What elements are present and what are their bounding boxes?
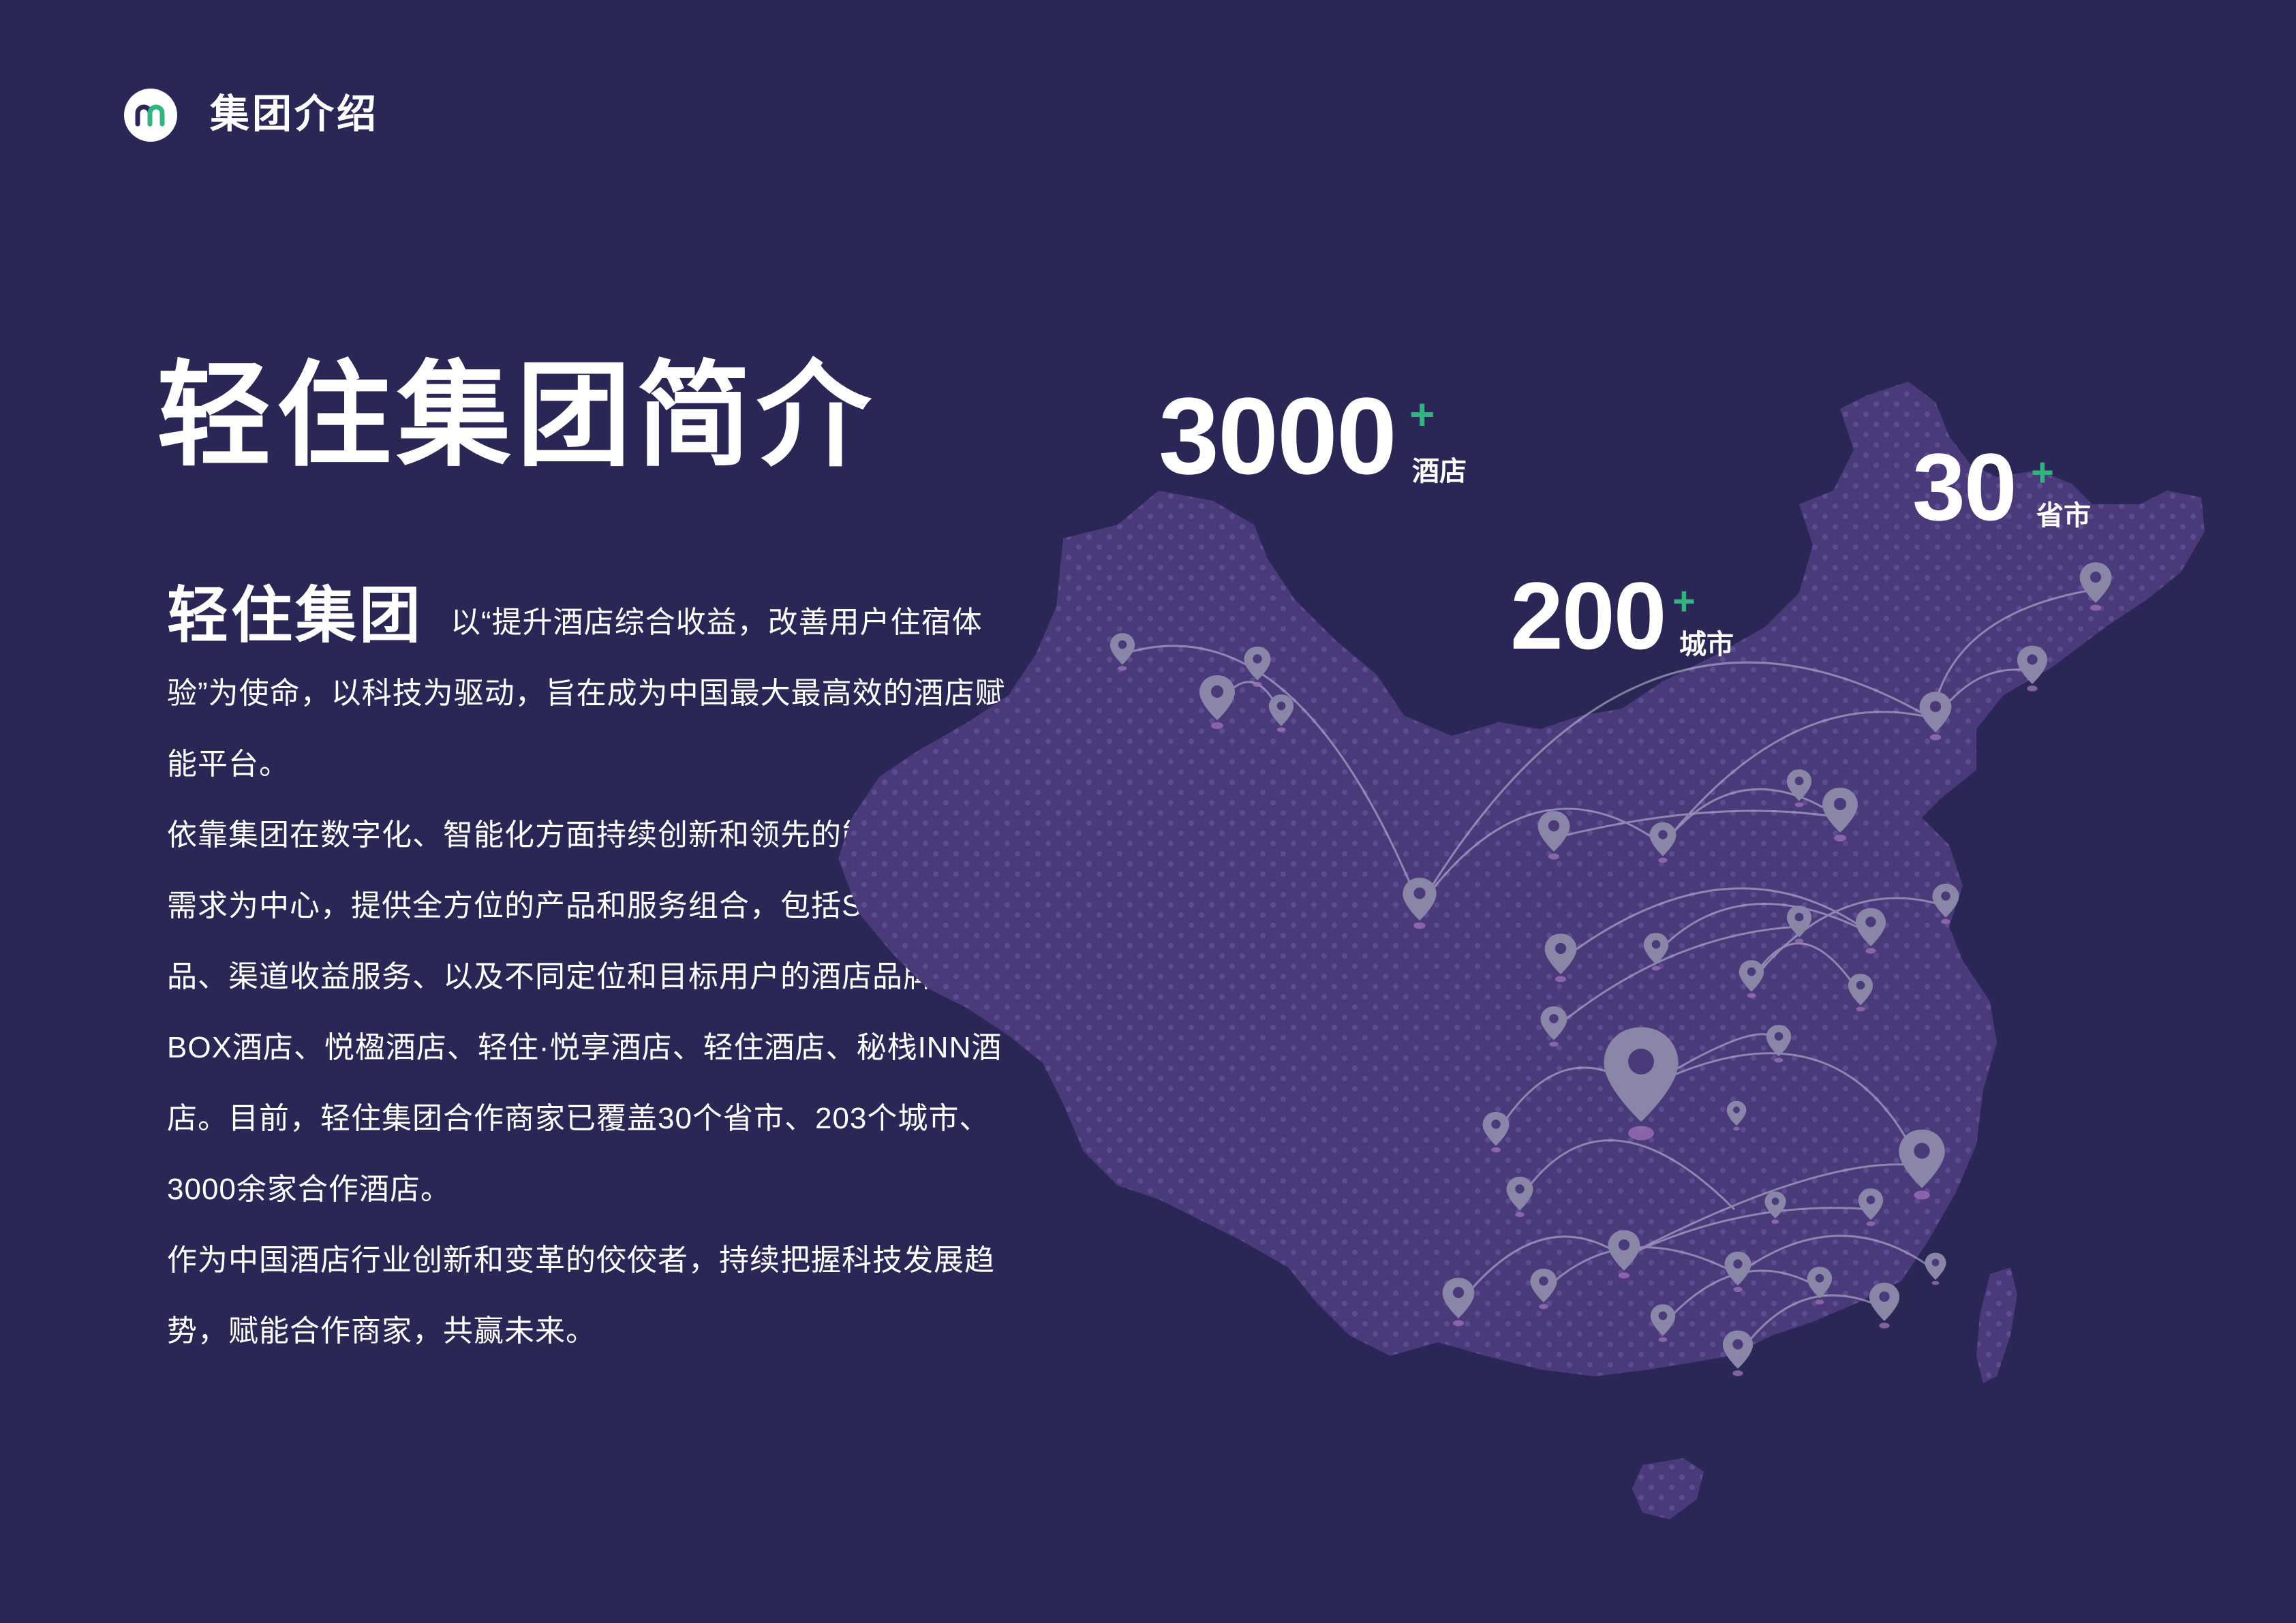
stat-hotels-unit: 酒店: [1412, 457, 1467, 486]
taiwan-shape: [1976, 1267, 2017, 1383]
stat-provinces-value: 30: [1912, 433, 2017, 540]
stat-cities-value: 200: [1510, 562, 1667, 669]
page-title: 轻住集团简介: [157, 352, 876, 480]
brand-name: 轻住集团: [167, 582, 423, 650]
section-label: 集团介绍: [210, 92, 380, 136]
stat-provinces-plus: +: [2031, 450, 2054, 495]
intro-paragraph-1: 以“提升酒店综合收益，改善用户住宿体验”为使命，以科技为驱动，旨在成为中国最大最…: [167, 606, 1006, 781]
china-mainland-shape: [838, 382, 2205, 1376]
intro-paragraph: 轻住集团以“提升酒店综合收益，改善用户住宿体验”为使命，以科技为驱动，旨在成为中…: [167, 581, 1032, 800]
stat-cities-unit: 城市: [1679, 630, 1734, 660]
stat-hotels-plus: +: [1409, 390, 1435, 439]
intro-paragraph-3: 作为中国酒店行业创新和变革的佼佼者，持续把握科技发展趋势，赋能合作商家，共赢未来…: [167, 1243, 995, 1348]
hainan-shape: [1632, 1458, 1704, 1519]
group-logo-icon: [124, 89, 177, 142]
stat-provinces-unit: 省市: [2036, 501, 2091, 531]
stat-hotels-value: 3000: [1159, 375, 1397, 497]
stat-cities-plus: +: [1672, 579, 1696, 623]
